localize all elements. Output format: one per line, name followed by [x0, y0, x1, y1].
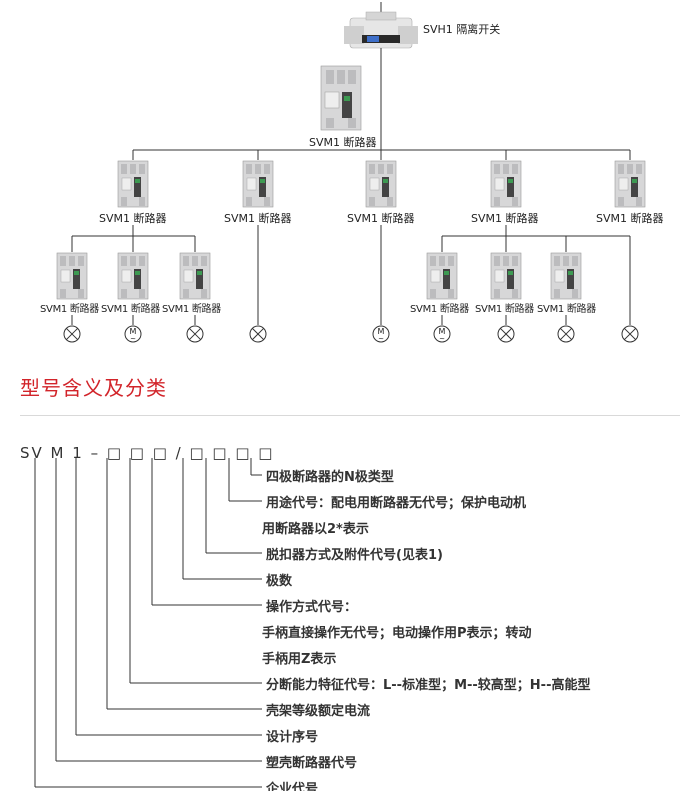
main-breaker-image [320, 65, 362, 131]
wiring-lines [71, 48, 631, 325]
breaker-label: SVM1 断路器 [596, 212, 664, 225]
isolating-switch-label: SVH1 隔离开关 [423, 23, 501, 36]
desc-poles: 极数 [266, 574, 293, 589]
loads [63, 325, 639, 343]
desc-frame-current: 壳架等级额定电流 [266, 704, 371, 719]
breaker-label: SVM1 断路器 [40, 304, 99, 315]
motor-icon [433, 325, 451, 343]
breaker-image [56, 252, 88, 300]
breaker-label: SVM1 断路器 [471, 212, 539, 225]
motor-tilde: ~ [378, 335, 384, 343]
motor-icon [372, 325, 390, 343]
row2-breakers [117, 160, 646, 208]
section-title: 型号含义及分类 [20, 376, 167, 400]
lamp-icon [557, 325, 575, 343]
isolating-switch-image [344, 2, 418, 49]
lamp-icon [186, 325, 204, 343]
desc-usage-code: 用途代号：配电用断路器无代号；保护电动机 [266, 496, 527, 511]
motor-tilde: ~ [439, 335, 445, 343]
motor-icon [124, 325, 142, 343]
motor-letter: M [439, 327, 446, 336]
model-code: SV M 1 – □ □ □ / □ □ □ □ [20, 444, 275, 462]
desc-usage-code-cont: 用断路器以2*表示 [262, 522, 369, 537]
motor-symbols: M ~ M ~ M ~ [130, 327, 446, 343]
breaker-label: SVM1 断路器 [101, 304, 160, 315]
desc-n-pole-type: 四极断路器的N极类型 [266, 470, 394, 485]
lamp-icon [249, 325, 267, 343]
motor-letter: M [378, 327, 385, 336]
model-code-leaders [34, 458, 262, 788]
row3-breakers [56, 252, 582, 300]
breaker-image [365, 160, 397, 208]
breaker-label: SVM1 断路器 [224, 212, 292, 225]
breaker-image [550, 252, 582, 300]
desc-breaking-capacity: 分断能力特征代号：L--标准型；M--较高型；H--高能型 [266, 678, 591, 693]
breaker-image [490, 160, 522, 208]
breaker-image [117, 160, 149, 208]
desc-trip-accessory: 脱扣器方式及附件代号(见表1) [266, 548, 443, 563]
desc-operation-mode-cont2: 手柄用Z表示 [262, 652, 337, 667]
breaker-label: SVM1 断路器 [99, 212, 167, 225]
breaker-label: SVM1 断路器 [162, 304, 221, 315]
desc-design-serial: 设计序号 [266, 730, 319, 745]
lamp-icon [621, 325, 639, 343]
breaker-image [179, 252, 211, 300]
breaker-image [242, 160, 274, 208]
breaker-label: SVM1 断路器 [475, 304, 534, 315]
lamp-icon [497, 325, 515, 343]
breaker-image [117, 252, 149, 300]
breaker-label: SVM1 断路器 [410, 304, 469, 315]
desc-operation-mode-cont: 手柄直接操作无代号；电动操作用P表示；转动 [262, 626, 532, 641]
breaker-label: SVM1 断路器 [537, 304, 596, 315]
motor-tilde: ~ [130, 335, 136, 343]
breaker-label: SVM1 断路器 [347, 212, 415, 225]
divider [20, 415, 680, 416]
desc-enterprise-code: 企业代号 [266, 782, 319, 791]
lamp-icon [63, 325, 81, 343]
main-breaker-label: SVM1 断路器 [309, 136, 377, 149]
breaker-image [614, 160, 646, 208]
breaker-image [490, 252, 522, 300]
desc-operation-mode: 操作方式代号： [266, 600, 358, 615]
breaker-image [426, 252, 458, 300]
motor-letter: M [130, 327, 137, 336]
desc-mccb-code: 塑壳断路器代号 [266, 756, 358, 771]
